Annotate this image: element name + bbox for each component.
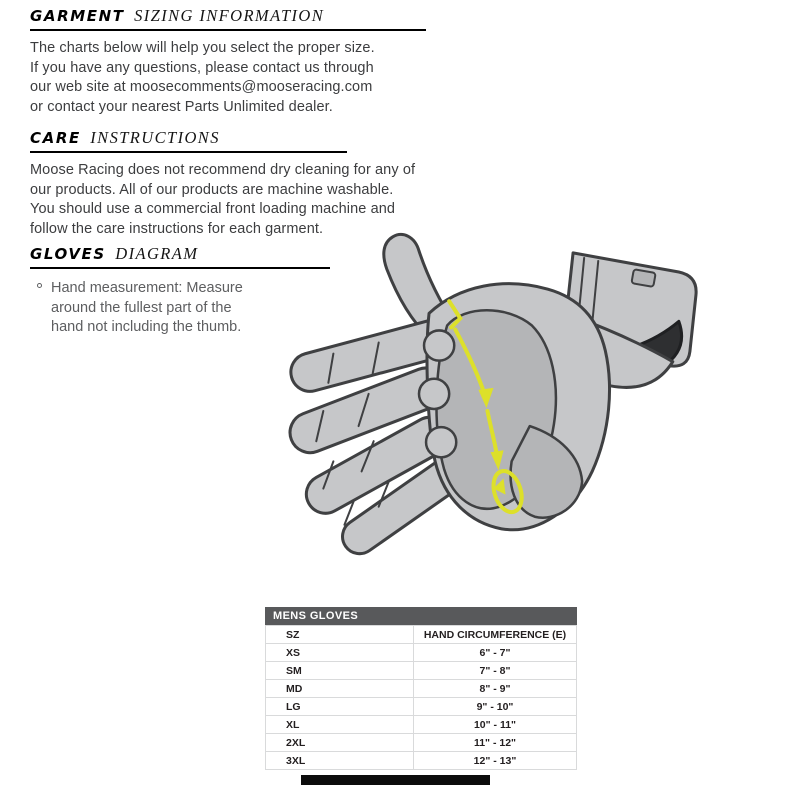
bullet-icon [37, 283, 42, 288]
care-body-text: Moose Racing does not recommend dry clea… [30, 162, 416, 237]
gloves-title-rule [30, 267, 330, 269]
care-title-lead: CARE [30, 129, 81, 147]
garment-title-lead: GARMENT [30, 7, 125, 25]
table-row: XL 10" - 11" [265, 715, 577, 734]
size-cell: XS [265, 643, 414, 662]
gloves-title-rest: DIAGRAM [115, 244, 199, 263]
column-header-circumference: HAND CIRCUMFERENCE (E) [413, 625, 577, 644]
size-cell: LG [265, 697, 414, 716]
circumference-cell: 6" - 7" [413, 643, 577, 662]
garment-sizing-section: GARMENT SIZING INFORMATION The charts be… [30, 6, 436, 117]
circumference-cell: 11" - 12" [413, 733, 577, 752]
garment-title-rest: SIZING INFORMATION [134, 6, 325, 25]
circumference-cell: 7" - 8" [413, 661, 577, 680]
footer-bar [301, 775, 490, 785]
glove-measurement-diagram [278, 224, 706, 598]
measurement-arrows [447, 299, 524, 515]
size-cell: MD [265, 679, 414, 698]
mens-gloves-table: MENS GLOVES SZ HAND CIRCUMFERENCE (E) XS… [265, 607, 577, 770]
table-row: 2XL 11" - 12" [265, 733, 577, 752]
column-header-size: SZ [265, 625, 414, 644]
garment-section-title: GARMENT SIZING INFORMATION [30, 6, 436, 27]
table-title: MENS GLOVES [265, 607, 577, 625]
table-row: 3XL 12" - 13" [265, 751, 577, 770]
size-cell: 2XL [265, 733, 414, 752]
circumference-cell: 9" - 10" [413, 697, 577, 716]
table-row: XS 6" - 7" [265, 643, 577, 662]
table-row: MD 8" - 9" [265, 679, 577, 698]
care-title-rule [30, 151, 347, 153]
garment-body-text: The charts below will help you select th… [30, 40, 375, 115]
gloves-diagram-section: GLOVES DIAGRAM Hand measurement: Measure… [30, 244, 336, 338]
table-header-row: SZ HAND CIRCUMFERENCE (E) [265, 625, 577, 644]
care-title-rest: INSTRUCTIONS [90, 128, 220, 147]
circumference-cell: 8" - 9" [413, 679, 577, 698]
garment-title-rule [30, 29, 426, 31]
care-section-title: CARE INSTRUCTIONS [30, 128, 440, 149]
gloves-title-lead: GLOVES [30, 245, 106, 263]
size-cell: 3XL [265, 751, 414, 770]
circumference-cell: 10" - 11" [413, 715, 577, 734]
hand-measurement-note: Hand measurement: Measure around the ful… [30, 279, 336, 338]
size-cell: SM [265, 661, 414, 680]
circumference-cell: 12" - 13" [413, 751, 577, 770]
gloves-section-title: GLOVES DIAGRAM [30, 244, 336, 265]
care-instructions-section: CARE INSTRUCTIONS Moose Racing does not … [30, 128, 440, 239]
table-row: LG 9" - 10" [265, 697, 577, 716]
hand-measurement-text: Hand measurement: Measure around the ful… [51, 280, 243, 335]
table-row: SM 7" - 8" [265, 661, 577, 680]
glove-illustration [288, 232, 698, 556]
size-cell: XL [265, 715, 414, 734]
